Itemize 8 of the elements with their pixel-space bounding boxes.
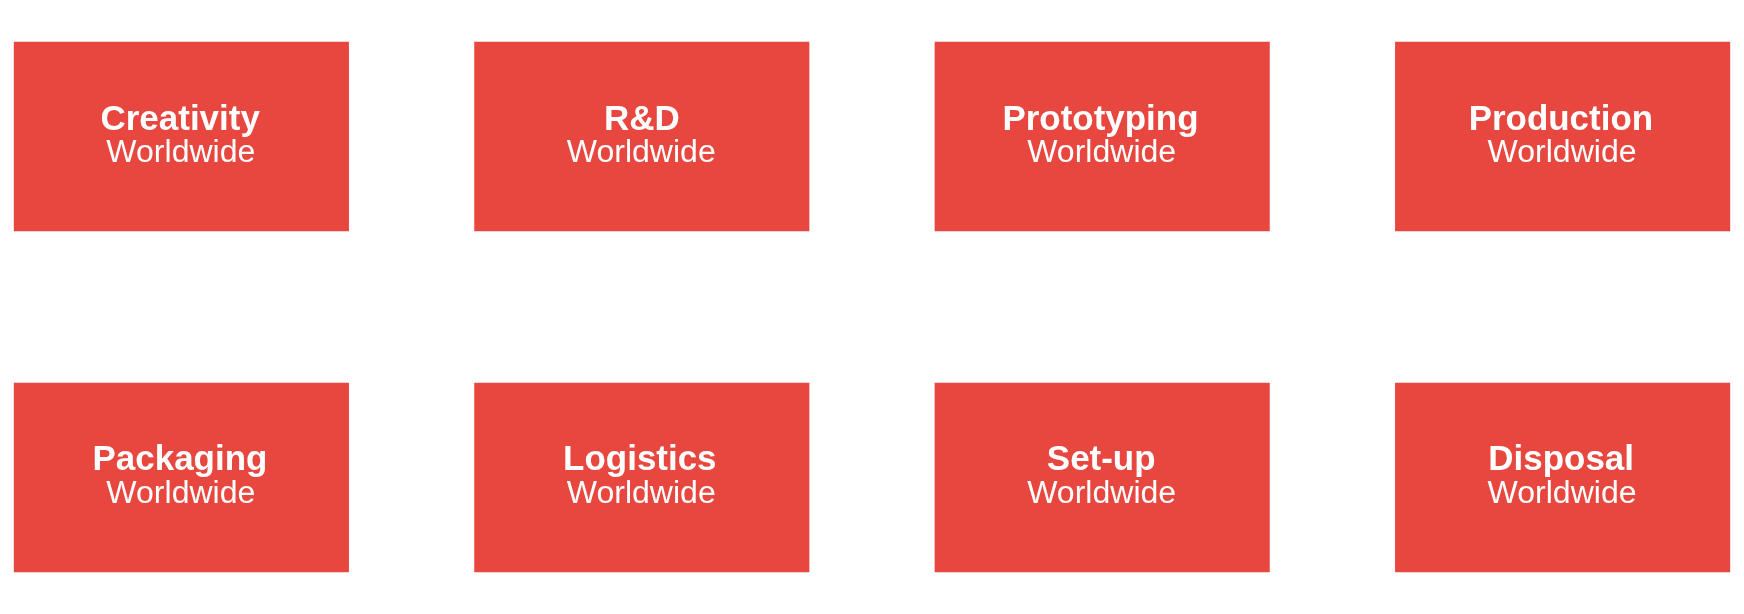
node-box: Packaging Worldwide — [13, 382, 349, 573]
node-box: Creativity Worldwide — [13, 41, 349, 232]
node-box: R&D Worldwide — [474, 41, 810, 232]
node-box: Logistics Worldwide — [474, 382, 810, 573]
node-box: Disposal Worldwide — [1395, 382, 1731, 573]
node-box: Production Worldwide — [1395, 41, 1731, 232]
node-box: Prototyping Worldwide — [934, 41, 1270, 232]
node-box: Set-up Worldwide — [934, 382, 1270, 573]
